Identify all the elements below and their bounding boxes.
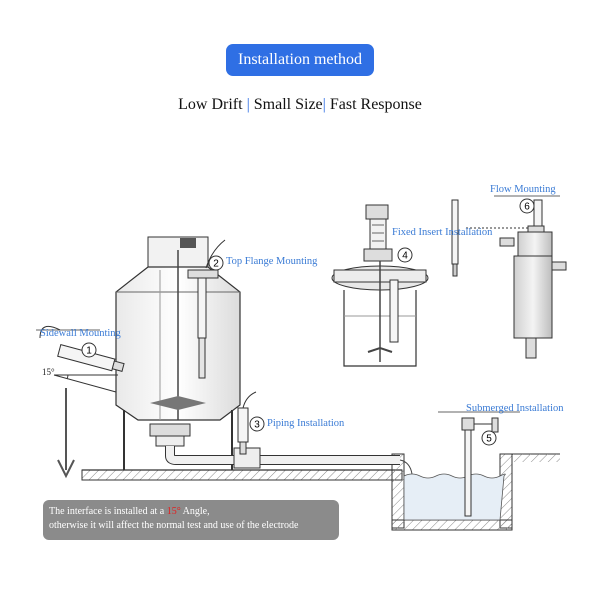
svg-text:1: 1 (86, 346, 92, 357)
subtitle-separator-1: | (246, 96, 250, 113)
leader-lines (36, 195, 560, 413)
label-fixed-insert-installation: Fixed Insert Installation (392, 227, 493, 238)
svg-text:2: 2 (213, 259, 219, 270)
svg-text:5: 5 (486, 434, 492, 445)
marker-3: 3 (249, 416, 265, 432)
down-arrow (57, 388, 75, 479)
svg-text:3: 3 (254, 420, 260, 431)
subtitle: Low Drift | Small Size| Fast Response (0, 96, 600, 114)
label-angle: 15° (42, 367, 55, 377)
subtitle-part-1: Low Drift (178, 96, 247, 113)
note-line-1-prefix: The interface is installed at a (49, 506, 167, 517)
piping-probe (237, 391, 257, 455)
note-line-1: The interface is installed at a 15° Angl… (49, 505, 339, 519)
label-piping-installation: Piping Installation (267, 418, 345, 429)
note-angle-value: 15° (166, 506, 181, 517)
subtitle-separator-2: | (322, 96, 326, 113)
ground (81, 453, 560, 531)
reactor-tank (115, 236, 241, 470)
label-flow-mounting: Flow Mounting (490, 184, 556, 195)
svg-text:4: 4 (402, 251, 408, 262)
title-badge: Installation method (226, 44, 374, 76)
warning-note: The interface is installed at a 15° Angl… (43, 500, 339, 540)
note-line-2: otherwise it will affect the normal test… (49, 520, 299, 531)
label-sidewall-mounting: Sidewall Mounting (40, 328, 121, 339)
marker-5: 5 (481, 430, 497, 446)
fixed-insert-vessel (331, 204, 429, 367)
note-line-1-suffix: Angle, (180, 506, 210, 517)
submerged-probe (461, 417, 499, 517)
fixed-insert-electrode (451, 199, 459, 277)
marker-1: 1 (81, 342, 97, 358)
top-flange-probe (187, 239, 226, 379)
marker-4: 4 (397, 247, 413, 263)
label-submerged-installation: Submerged Installation (466, 403, 564, 414)
marker-6: 6 (519, 198, 535, 214)
subtitle-part-3: Fast Response (325, 96, 422, 113)
flow-cell (466, 199, 567, 359)
subtitle-part-2: Small Size (249, 96, 323, 113)
number-markers: 1 2 3 4 5 6 (81, 198, 535, 446)
svg-text:6: 6 (524, 202, 530, 213)
sidewall-probe (39, 325, 125, 393)
label-top-flange-mounting: Top Flange Mounting (226, 256, 318, 267)
marker-2: 2 (208, 255, 224, 271)
